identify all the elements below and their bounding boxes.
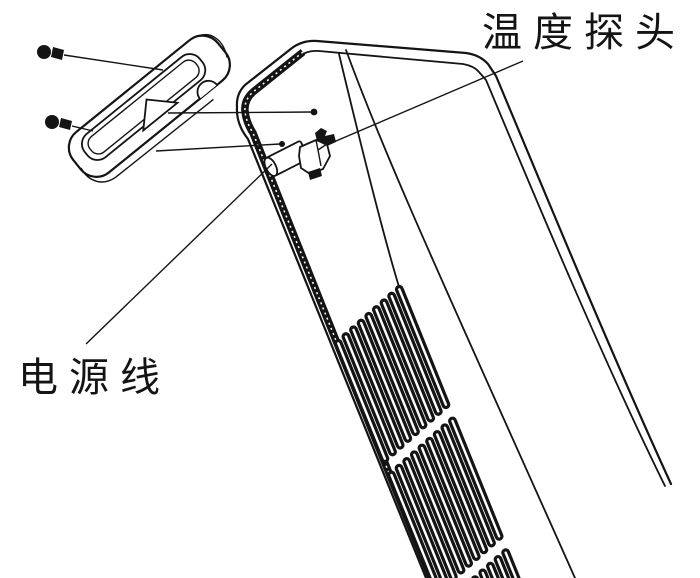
mount-point-dot-2 bbox=[279, 141, 285, 147]
tower-outer-outline bbox=[235, 39, 673, 578]
vent-slat bbox=[493, 554, 550, 578]
vent-slat bbox=[417, 443, 473, 568]
temperature-probe-leader bbox=[328, 60, 524, 145]
vent-slat bbox=[501, 548, 557, 578]
vent-slat bbox=[486, 561, 542, 578]
screw-top bbox=[37, 45, 164, 71]
vent-slat bbox=[402, 457, 458, 578]
screw-bottom-axis-line bbox=[71, 125, 94, 132]
vent-slat bbox=[364, 311, 420, 437]
front-crease-left bbox=[338, 53, 401, 291]
vent-slat bbox=[470, 575, 527, 578]
vent-slat bbox=[387, 470, 443, 578]
vent-slat bbox=[440, 423, 496, 548]
label-temperature-probe: 温度探头 bbox=[482, 10, 686, 55]
vent-slat bbox=[372, 305, 428, 430]
vent-slat bbox=[349, 325, 405, 450]
power-cord-part bbox=[263, 128, 336, 180]
vent-slat bbox=[333, 338, 390, 464]
power-cord-leader bbox=[85, 163, 273, 345]
mount-point-dot-1 bbox=[310, 108, 318, 116]
front-crease-right bbox=[345, 49, 576, 578]
probe-hook-tab bbox=[315, 128, 336, 146]
vent-slat bbox=[409, 450, 466, 575]
vent-slat bbox=[432, 430, 489, 555]
screw-bottom-head bbox=[45, 115, 59, 129]
vent-slat bbox=[425, 436, 481, 561]
screw-top-head bbox=[37, 45, 51, 59]
vent-slat bbox=[448, 416, 504, 541]
bracket-mount-leader-2 bbox=[155, 143, 281, 152]
edge-vent-band bbox=[241, 49, 435, 578]
screw-top-shaft bbox=[51, 47, 64, 60]
vent-slat bbox=[394, 284, 451, 410]
cord-clip-foot bbox=[308, 168, 322, 180]
tower-body bbox=[235, 39, 673, 578]
screw-bottom bbox=[45, 115, 94, 132]
cord-elbow-bend-edges bbox=[315, 139, 328, 167]
vent-slat bbox=[394, 463, 451, 578]
bracket-notch bbox=[196, 79, 218, 100]
label-power-cord: 电源线 bbox=[18, 355, 171, 400]
mounting-bracket bbox=[67, 34, 231, 183]
bracket-thickness-line bbox=[80, 98, 214, 183]
bracket-rib bbox=[142, 98, 180, 133]
screw-top-axis-line bbox=[63, 54, 164, 71]
bracket-end-wall bbox=[197, 34, 228, 58]
vent-slat bbox=[356, 318, 413, 443]
leader-lines bbox=[85, 60, 524, 345]
vent-slat bbox=[387, 291, 443, 416]
vent-grille bbox=[333, 284, 557, 578]
screw-bottom-shaft bbox=[59, 118, 72, 130]
bracket-mount-leader-1 bbox=[167, 111, 314, 114]
vent-slat bbox=[478, 568, 534, 578]
vent-slat bbox=[341, 332, 397, 457]
vent-slat bbox=[379, 298, 436, 423]
